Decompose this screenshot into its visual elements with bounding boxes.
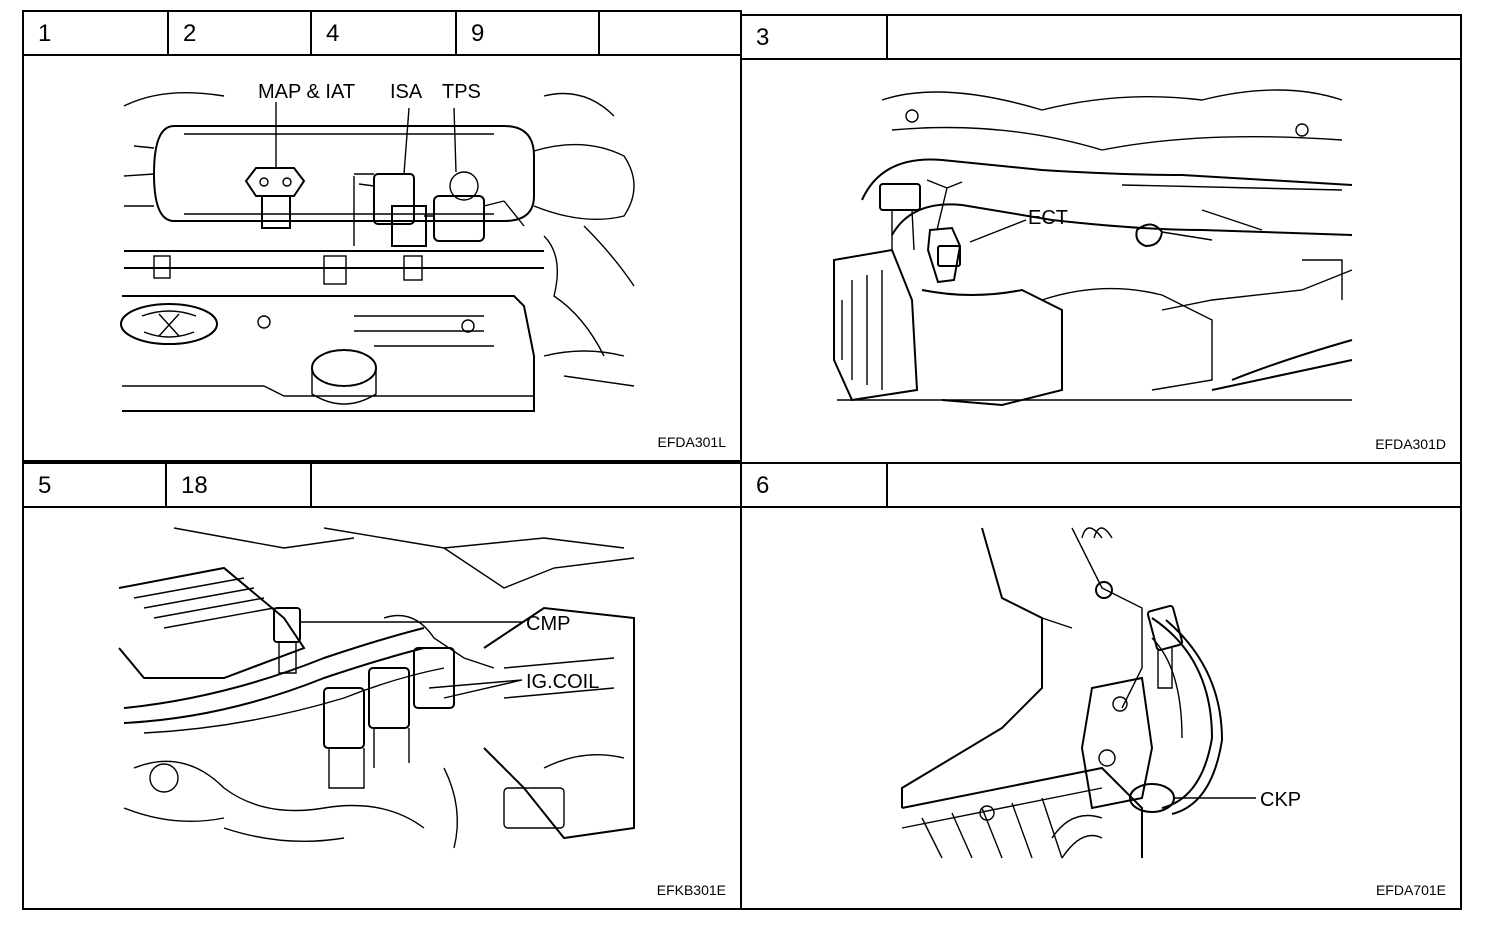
callout-ckp: CKP xyxy=(1260,789,1301,811)
header-cell: 5 xyxy=(24,464,167,506)
header-cell xyxy=(888,16,1460,58)
panel-ckp: 6 CKP EFDA701E xyxy=(740,462,1462,910)
crankshaft-sensor-illustration: CKP xyxy=(901,527,1301,859)
engine-intake-illustration: MAP & IAT ISA TPS xyxy=(120,81,635,412)
panel-header: 6 xyxy=(742,464,1460,508)
panel-header: 3 xyxy=(742,16,1460,60)
header-cell xyxy=(888,464,1460,506)
panel-map-iat-isa-tps: 1 2 4 9 xyxy=(22,10,742,462)
callout-ect: ECT xyxy=(1028,207,1068,229)
ignition-coil-illustration: CMP IG.COIL xyxy=(118,527,635,849)
header-cell: 6 xyxy=(742,464,888,506)
figure-code: EFKB301E xyxy=(656,882,726,898)
header-cell: 18 xyxy=(167,464,312,506)
header-cell: 2 xyxy=(169,12,312,54)
header-cell: 3 xyxy=(742,16,888,58)
callout-map-iat: MAP & IAT xyxy=(258,81,355,103)
figure-code: EFDA301D xyxy=(1375,436,1446,452)
panel-ect: 3 ECT EFDA301D xyxy=(740,14,1462,464)
header-cell: 1 xyxy=(24,12,169,54)
coolant-sensor-illustration: ECT xyxy=(833,89,1353,407)
header-cell: 4 xyxy=(312,12,457,54)
header-cell xyxy=(600,12,740,54)
callout-tps: TPS xyxy=(442,81,481,103)
panel-header: 1 2 4 9 xyxy=(24,12,740,56)
callout-isa: ISA xyxy=(390,81,423,103)
header-cell xyxy=(312,464,740,506)
callout-cmp: CMP xyxy=(526,613,570,635)
header-cell: 9 xyxy=(457,12,600,54)
figure-code: EFDA301L xyxy=(657,434,726,450)
callout-ig-coil: IG.COIL xyxy=(526,671,599,693)
figure-code: EFDA701E xyxy=(1375,882,1446,898)
panel-cmp-ig-coil: 5 18 CMP IG.COIL EFKB3 xyxy=(22,462,742,910)
panel-header: 5 18 xyxy=(24,464,740,508)
